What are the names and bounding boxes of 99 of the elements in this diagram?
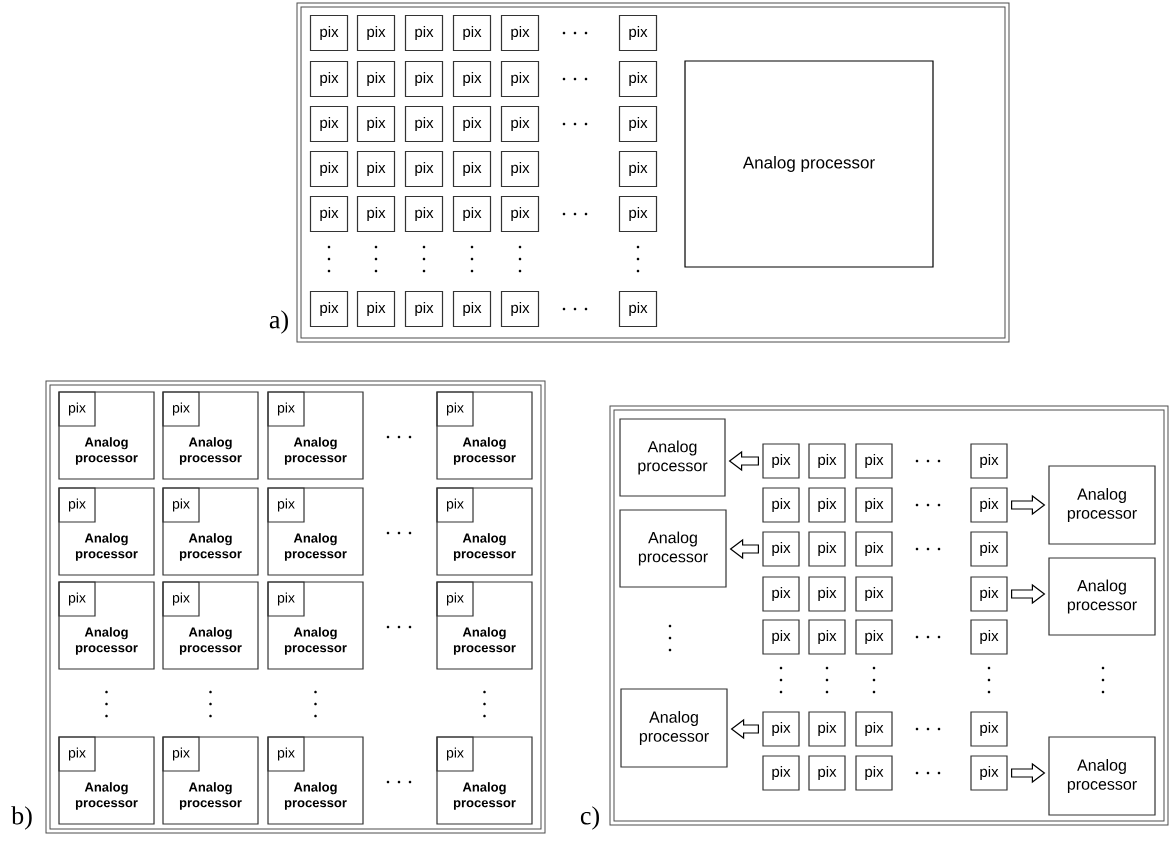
pixel-box: pix (855, 711, 893, 747)
processor-box: Analog processor (619, 418, 726, 497)
pixel-box: pix (404, 195, 444, 233)
pixel-box: pix (808, 755, 846, 791)
pixel-box: pix (618, 60, 658, 98)
pixel-box: pix (618, 105, 658, 143)
pixel-box: pix (970, 443, 1008, 479)
pixel-box: pix (762, 576, 800, 612)
pixel-box: pix (808, 531, 846, 567)
pixel-box: pix (970, 531, 1008, 567)
pixel-box: pix (58, 736, 96, 772)
pixel-box: pix (855, 576, 893, 612)
pixel-box: pix (162, 391, 200, 427)
pixel-box: pix (500, 290, 540, 328)
pixel-box: pix (452, 150, 492, 188)
pixel-box: pix (452, 290, 492, 328)
pixel-box: pix (855, 619, 893, 655)
pixel-box: pix (762, 487, 800, 523)
pixel-box: pix (267, 487, 305, 523)
pixel-box: pix (309, 105, 349, 143)
pixel-box: pix (500, 60, 540, 98)
processor-box: Analog processor (1048, 736, 1156, 816)
pixel-box: pix (162, 736, 200, 772)
pixel-box: pix (500, 105, 540, 143)
pixel-box: pix (58, 391, 96, 427)
pixel-box: pix (309, 150, 349, 188)
pixel-box: pix (436, 391, 474, 427)
pixel-box: pix (452, 195, 492, 233)
pixel-box: pix (404, 60, 444, 98)
block-arrow (1011, 494, 1046, 516)
pixel-box: pix (808, 487, 846, 523)
pixel-box: pix (618, 150, 658, 188)
pixel-box: pix (970, 619, 1008, 655)
pixel-box: pix (808, 619, 846, 655)
pixel-box: pix (618, 14, 658, 52)
block-arrow (1011, 762, 1046, 784)
pixel-box: pix (855, 487, 893, 523)
pixel-box: pix (970, 711, 1008, 747)
pixel-box: pix (808, 576, 846, 612)
pixel-box: pix (970, 576, 1008, 612)
pixel-box: pix (855, 443, 893, 479)
pixel-box: pix (309, 195, 349, 233)
pixel-box: pix (356, 150, 396, 188)
pixel-box: pix (436, 581, 474, 617)
panel-label: c) (580, 806, 599, 830)
processor-box: Analog processor (684, 60, 934, 268)
pixel-box: pix (500, 14, 540, 52)
pixel-box: pix (58, 581, 96, 617)
pixel-box: pix (452, 14, 492, 52)
pixel-box: pix (404, 105, 444, 143)
pixel-box: pix (762, 711, 800, 747)
panel-frame (609, 405, 1169, 826)
pixel-box: pix (267, 391, 305, 427)
pixel-box: pix (356, 105, 396, 143)
pixel-box: pix (855, 755, 893, 791)
pixel-box: pix (808, 443, 846, 479)
pixel-box: pix (452, 60, 492, 98)
pixel-box: pix (309, 60, 349, 98)
pixel-box: pix (500, 195, 540, 233)
block-arrow (729, 538, 759, 560)
processor-box: Analog processor (620, 688, 728, 768)
block-arrow (1011, 583, 1046, 605)
pixel-box: pix (500, 150, 540, 188)
pixel-box: pix (162, 581, 200, 617)
pixel-box: pix (436, 736, 474, 772)
pixel-box: pix (356, 14, 396, 52)
processor-box: Analog processor (1048, 557, 1156, 636)
pixel-box: pix (762, 755, 800, 791)
pixel-box: pix (436, 487, 474, 523)
pixel-box: pix (356, 195, 396, 233)
pixel-box: pix (452, 105, 492, 143)
processor-box: Analog processor (1048, 465, 1156, 545)
pixel-box: pix (404, 150, 444, 188)
pixel-box: pix (855, 531, 893, 567)
pixel-box: pix (618, 290, 658, 328)
pixel-box: pix (356, 60, 396, 98)
pixel-box: pix (808, 711, 846, 747)
pixel-box: pix (58, 487, 96, 523)
pixel-box: pix (762, 443, 800, 479)
pixel-box: pix (762, 531, 800, 567)
pixel-box: pix (162, 487, 200, 523)
pixel-box: pix (356, 290, 396, 328)
pixel-box: pix (970, 487, 1008, 523)
panel-frame (45, 380, 546, 834)
panel-label: a) (269, 310, 288, 334)
pixel-box: pix (404, 14, 444, 52)
pixel-box: pix (267, 736, 305, 772)
pixel-box: pix (309, 14, 349, 52)
pixel-box: pix (762, 619, 800, 655)
block-arrow (730, 718, 759, 740)
panel-frame (296, 2, 1010, 343)
panel-label: b) (11, 806, 32, 830)
pixel-box: pix (404, 290, 444, 328)
block-arrow (728, 450, 759, 472)
pixel-box: pix (267, 581, 305, 617)
pixel-box: pix (618, 195, 658, 233)
pixel-box: pix (309, 290, 349, 328)
processor-box: Analog processor (619, 509, 727, 588)
pixel-box: pix (970, 755, 1008, 791)
